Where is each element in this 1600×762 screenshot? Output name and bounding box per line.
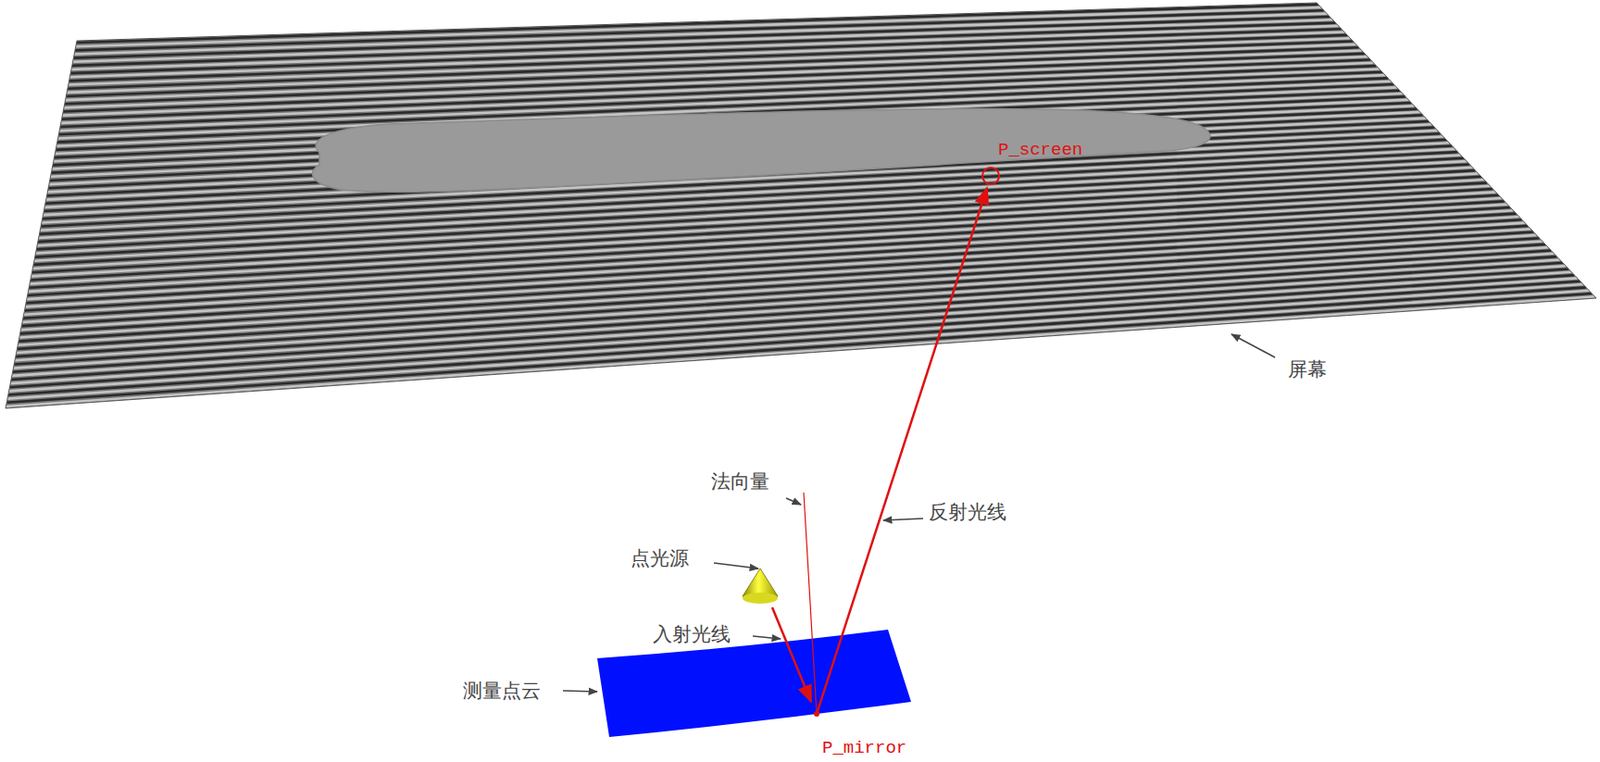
reflected-ray	[816, 187, 988, 714]
leader-line	[713, 562, 759, 569]
fringe-stripe	[12, 268, 1569, 372]
fringe-stripe	[6, 293, 1592, 403]
leader-line	[562, 690, 598, 692]
fringe-stripe	[12, 272, 1572, 376]
fringe-stripe	[9, 284, 1584, 391]
part-label: 入射光线	[652, 623, 731, 647]
leader-line	[786, 498, 801, 505]
leader-line	[883, 518, 924, 521]
part-label: 测量点云	[462, 679, 541, 703]
leader-line	[752, 636, 781, 639]
fringe-screen	[5, 2, 1597, 409]
point-cloud-mirror	[597, 629, 912, 738]
reflected-area	[312, 109, 1211, 193]
fringe-stripe	[5, 296, 1595, 407]
fringe-stripe	[7, 290, 1589, 400]
fringe-stripe	[8, 287, 1587, 395]
part-label: 点光源	[630, 547, 689, 571]
fringe-stripe	[9, 281, 1580, 388]
normal-vector	[803, 492, 817, 714]
leader-line	[1231, 334, 1275, 358]
part-label: 法向量	[711, 470, 770, 494]
point-label: P_screen	[998, 139, 1083, 162]
fringe-stripes	[5, 4, 1595, 407]
fringe-stripe	[11, 275, 1575, 380]
screen-ground	[5, 2, 1597, 409]
cone-base	[742, 592, 778, 604]
screen-outline	[5, 2, 1597, 409]
part-label: 屏幕	[1287, 358, 1327, 382]
fringe-stripe	[10, 277, 1577, 384]
p-mirror-point	[813, 711, 820, 717]
p-screen-marker	[982, 167, 1000, 185]
part-label: 反射光线	[928, 500, 1007, 525]
incident-ray	[772, 607, 812, 702]
point-label: P_mirror	[822, 737, 907, 760]
